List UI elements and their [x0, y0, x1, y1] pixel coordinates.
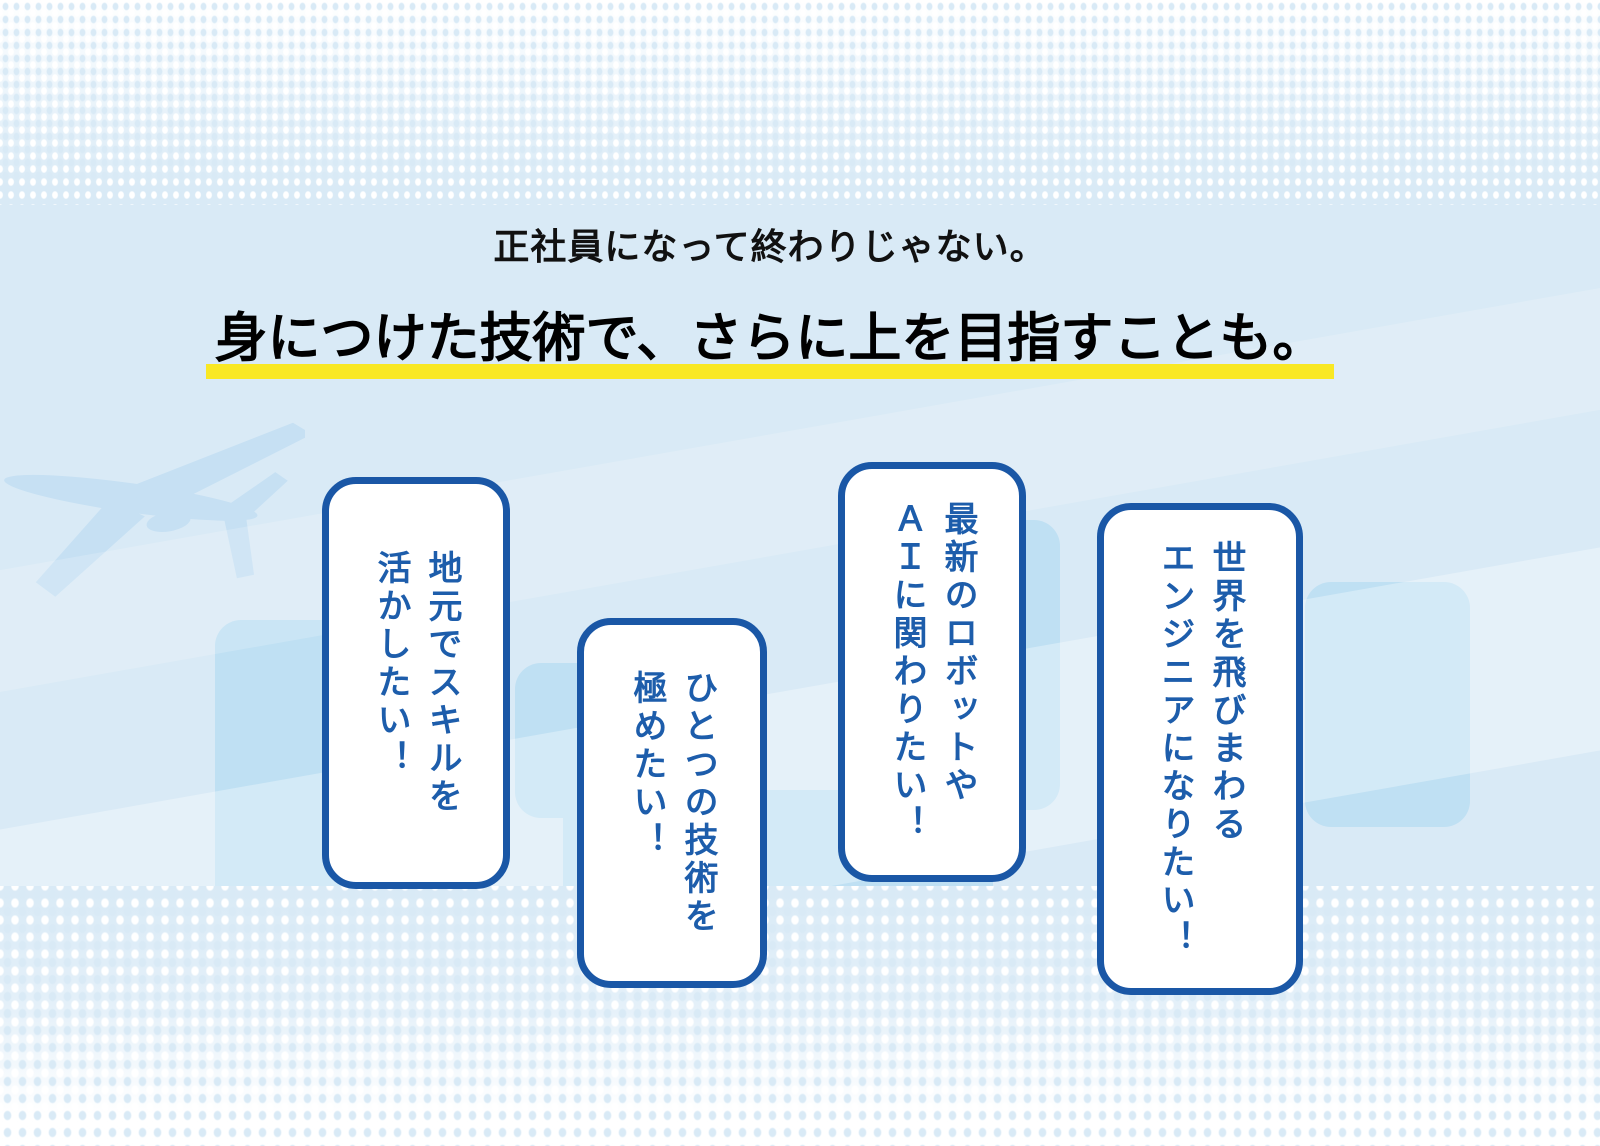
wish-card-text: 最新のロボットや ＡＩに関わりたい！ [881, 501, 983, 843]
wish-card-line: 最新のロボットや [939, 501, 977, 805]
wish-card-line: 地元でスキルを [423, 550, 461, 816]
wish-card-text: ひとつの技術を 極めたい！ [621, 670, 723, 936]
wish-card-line: 活かしたい！ [372, 550, 410, 778]
section-header: 正社員になって終わりじゃない。 身につけた技術で、さらに上を目指すことも。 [0, 218, 1540, 379]
halftone-dots-top [0, 0, 1600, 205]
wish-card-global-engineer: 世界を飛びまわる エンジニアになりたい！ [1097, 503, 1303, 995]
section-subtitle: 正社員になって終わりじゃない。 [493, 226, 1047, 267]
wish-card-text: 世界を飛びまわる エンジニアになりたい！ [1149, 540, 1251, 958]
section-title: 身につけた技術で、さらに上を目指すことも。 [205, 296, 1335, 379]
wish-card-local-skills: 地元でスキルを 活かしたい！ [322, 477, 510, 889]
wish-card-text: 地元でスキルを 活かしたい！ [365, 550, 467, 816]
wish-card-master-one-skill: ひとつの技術を 極めたい！ [577, 618, 767, 988]
bg-accent-rect-4 [1305, 582, 1470, 827]
halftone-dots-bottom [0, 886, 1600, 1146]
wish-card-line: 極めたい！ [628, 670, 666, 860]
yellow-highlight-underline [205, 364, 1335, 379]
wish-card-line: 世界を飛びまわる [1207, 540, 1245, 844]
wish-card-line: ＡＩに関わりたい！ [888, 501, 926, 843]
airplane-icon [4, 422, 305, 597]
wish-card-line: エンジニアになりたい！ [1156, 540, 1194, 958]
section-title-text: 身につけた技術で、さらに上を目指すことも。 [214, 309, 1326, 368]
wish-card-line: ひとつの技術を [679, 670, 717, 936]
wish-card-robots-ai: 最新のロボットや ＡＩに関わりたい！ [838, 462, 1026, 882]
